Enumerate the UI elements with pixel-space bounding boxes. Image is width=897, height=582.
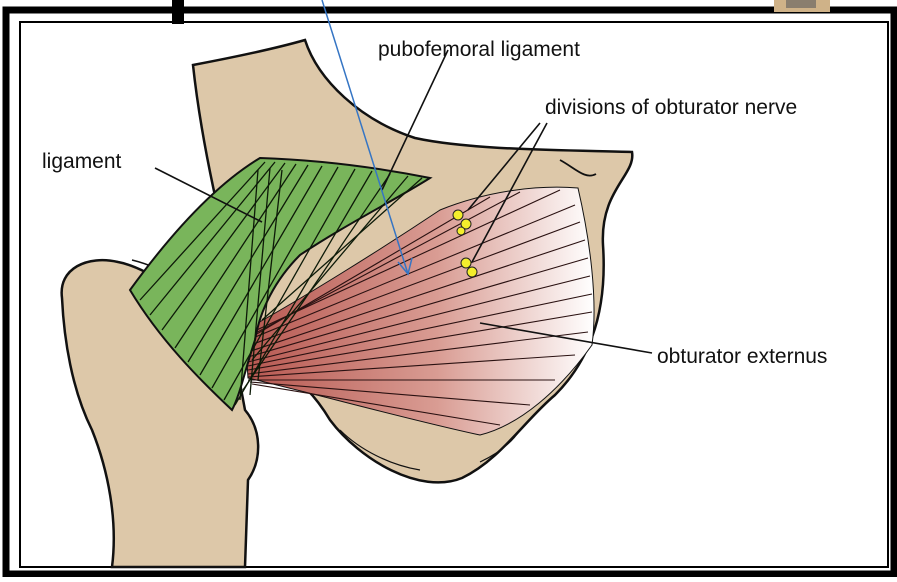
label-ligament: ligament — [42, 150, 122, 173]
tissue-thumbnail-icon — [774, 0, 830, 12]
label-obturator-externus: obturator externus — [657, 345, 827, 368]
frame-tab — [172, 0, 184, 24]
label-pubofemoral-ligament: pubofemoral ligament — [378, 38, 580, 61]
label-obturator-nerve: divisions of obturator nerve — [545, 96, 797, 119]
